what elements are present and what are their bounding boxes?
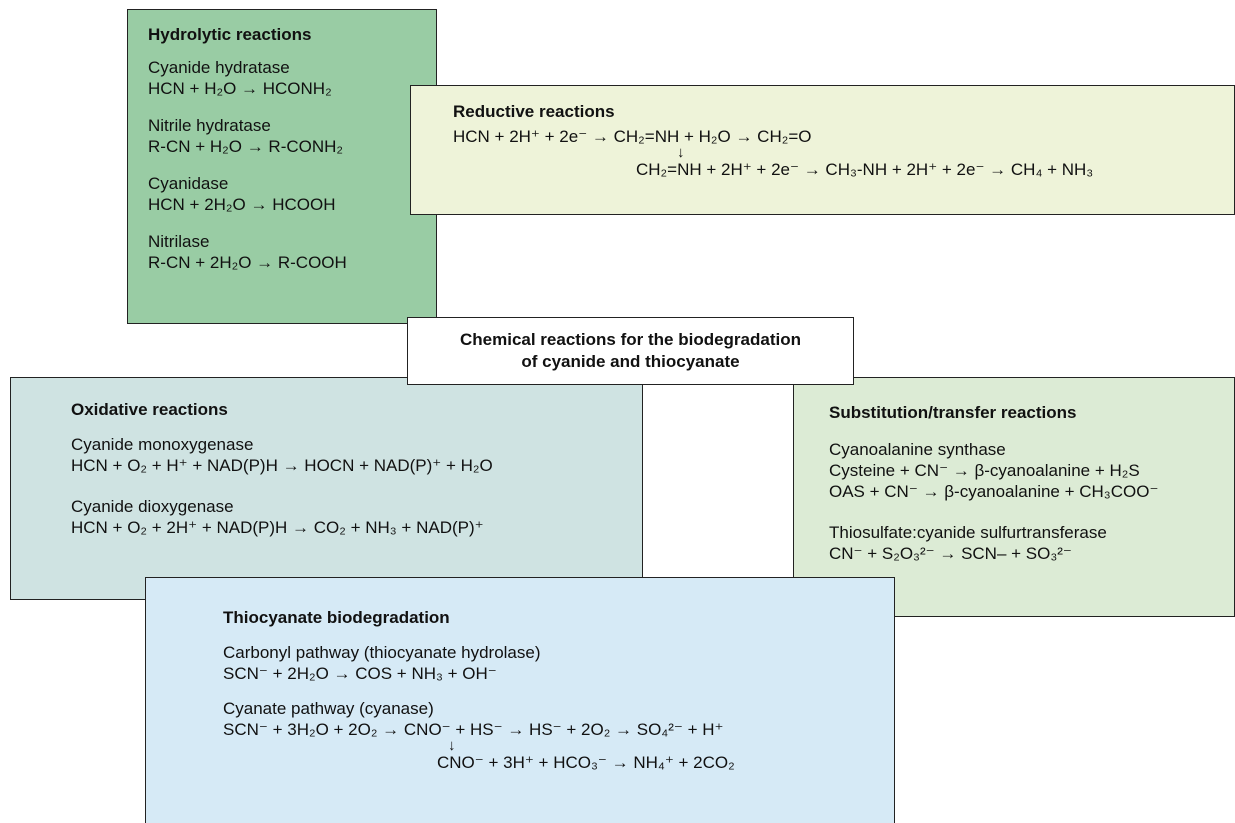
substitution-item: Cyanoalanine synthase Cysteine + CN⁻ → β… (829, 439, 1199, 502)
reductive-title: Reductive reactions (453, 102, 615, 121)
thiocyanate-title: Thiocyanate biodegradation (223, 608, 450, 627)
hydrolytic-title: Hydrolytic reactions (148, 25, 312, 44)
substitution-title: Substitution/transfer reactions (829, 403, 1077, 422)
reaction-equation: OAS + CN⁻ → β-cyanoalanine + CH₃COO⁻ (829, 482, 1159, 501)
reaction-equation: CN⁻ + S₂O₃²⁻ → SCN– + SO₃²⁻ (829, 544, 1072, 563)
pathway-name: Carbonyl pathway (thiocyanate hydrolase) (223, 643, 541, 662)
enzyme-name: Thiosulfate:cyanide sulfurtransferase (829, 523, 1107, 542)
reaction-equation: HCN + H₂O → HCONH₂ (148, 79, 332, 98)
substitution-transfer-box: Substitution/transfer reactions Cyanoala… (793, 377, 1235, 617)
oxidative-item: Cyanide dioxygenase HCN + O₂ + 2H⁺ + NAD… (71, 496, 582, 538)
reaction-equation: R-CN + 2H₂O → R-COOH (148, 253, 347, 272)
thiocyanate-biodegradation-box: Thiocyanate biodegradation Carbonyl path… (145, 577, 895, 823)
enzyme-name: Cyanoalanine synthase (829, 440, 1006, 459)
hydrolytic-item: Nitrilase R-CN + 2H₂O → R-COOH (148, 231, 416, 273)
reaction-equation: CH₂=NH + 2H⁺ + 2e⁻ → CH₃-NH + 2H⁺ + 2e⁻ … (636, 160, 1094, 179)
diagram-title-line: Chemical reactions for the biodegradatio… (459, 330, 801, 349)
enzyme-name: Cyanidase (148, 174, 229, 193)
hydrolytic-item: Cyanide hydratase HCN + H₂O → HCONH₂ (148, 57, 416, 99)
enzyme-name: Cyanide monoxygenase (71, 435, 254, 454)
pathway-name: Cyanate pathway (cyanase) (223, 699, 434, 718)
enzyme-name: Cyanide hydratase (148, 58, 290, 77)
reaction-equation: Cysteine + CN⁻ → β-cyanoalanine + H₂S (829, 461, 1140, 480)
reaction-equation: SCN⁻ + 3H₂O + 2O₂ → CNO⁻ + HS⁻ → HS⁻ + 2… (223, 720, 724, 739)
reaction-equation: CNO⁻ + 3H⁺ + HCO₃⁻ → NH₄⁺ + 2CO₂ (437, 753, 735, 772)
hydrolytic-item: Nitrile hydratase R-CN + H₂O → R-CONH₂ (148, 115, 416, 157)
enzyme-name: Nitrilase (148, 232, 210, 251)
oxidative-title: Oxidative reactions (71, 400, 228, 419)
down-arrow-icon: ↓ (677, 144, 685, 161)
reaction-equation: SCN⁻ + 2H₂O → COS + NH₃ + OH⁻ (223, 664, 497, 683)
reaction-equation: HCN + O₂ + 2H⁺ + NAD(P)H → CO₂ + NH₃ + N… (71, 518, 484, 537)
reductive-reactions-box: Reductive reactions HCN + 2H⁺ + 2e⁻ → CH… (410, 85, 1235, 215)
reaction-equation: HCN + 2H⁺ + 2e⁻ → CH₂=NH + H₂O → CH₂=O (453, 127, 812, 146)
hydrolytic-item: Cyanidase HCN + 2H₂O → HCOOH (148, 173, 416, 215)
hydrolytic-reactions-box: Hydrolytic reactions Cyanide hydratase H… (127, 9, 437, 324)
enzyme-name: Cyanide dioxygenase (71, 497, 234, 516)
down-arrow-icon: ↓ (448, 737, 456, 754)
substitution-item: Thiosulfate:cyanide sulfurtransferase CN… (829, 522, 1199, 564)
diagram-title-line: of cyanide and thiocyanate (521, 352, 740, 371)
reaction-equation: HCN + 2H₂O → HCOOH (148, 195, 336, 214)
diagram-title-box: Chemical reactions for the biodegradatio… (407, 317, 854, 385)
oxidative-reactions-box: Oxidative reactions Cyanide monoxygenase… (10, 377, 643, 600)
reaction-equation: HCN + O₂ + H⁺ + NAD(P)H → HOCN + NAD(P)⁺… (71, 456, 493, 475)
enzyme-name: Nitrile hydratase (148, 116, 271, 135)
reaction-equation: R-CN + H₂O → R-CONH₂ (148, 137, 344, 156)
oxidative-item: Cyanide monoxygenase HCN + O₂ + H⁺ + NAD… (71, 434, 582, 476)
